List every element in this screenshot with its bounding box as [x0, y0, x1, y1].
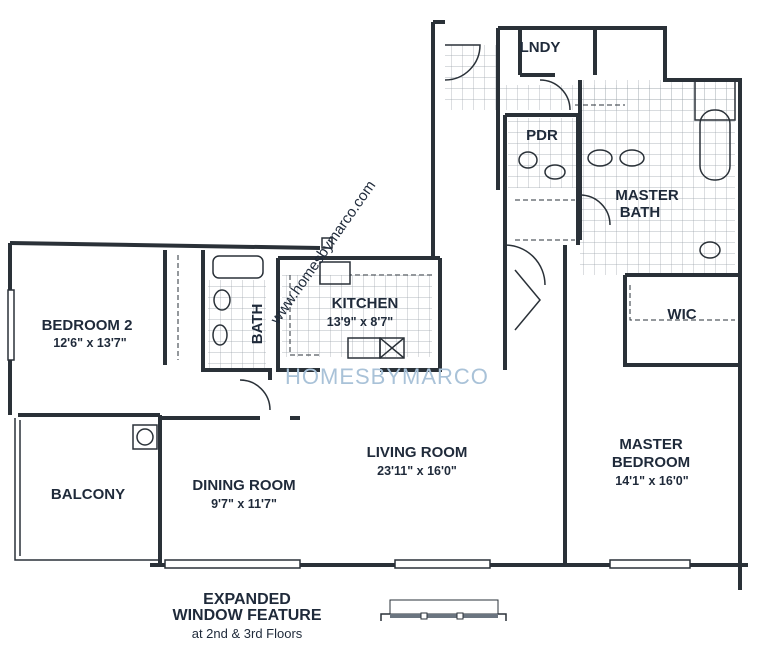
room-label-balcony: BALCONY [51, 486, 125, 503]
room-label-bath: BATH [249, 304, 266, 345]
closet-lines [177, 104, 735, 360]
room-size-dining: 9'7" x 11'7" [211, 497, 277, 511]
room-size-master-bedroom: 14'1" x 16'0" [615, 474, 688, 488]
feature-note-line1: EXPANDED [203, 591, 291, 608]
room-label-master-bath-1: MASTER [615, 187, 679, 204]
room-label-wic: WIC [667, 306, 696, 323]
room-size-bedroom2: 12'6" x 13'7" [53, 336, 126, 350]
tiled-floors [208, 45, 735, 370]
fixtures [132, 79, 736, 450]
room-label-laundry: LNDY [520, 39, 561, 56]
room-label-dining: DINING ROOM [192, 477, 295, 494]
windows [7, 289, 691, 569]
room-size-living: 23'11" x 16'0" [377, 464, 457, 478]
room-label-powder: PDR [526, 127, 558, 144]
feature-note-line2: WINDOW FEATURE [172, 607, 321, 624]
doors [239, 44, 611, 411]
room-label-master-bedroom-2: BEDROOM [612, 454, 690, 471]
room-label-master-bedroom-1: MASTER [619, 436, 683, 453]
room-label-master-bath-2: BATH [620, 204, 661, 221]
room-label-bedroom2: BEDROOM 2 [42, 317, 133, 334]
watermark-brand: HOMESBYMARCO [285, 364, 489, 389]
expanded-window-icon [380, 599, 507, 621]
balcony-outline [14, 418, 160, 561]
room-label-kitchen: KITCHEN [332, 295, 399, 312]
room-size-kitchen: 13'9" x 8'7" [327, 315, 394, 329]
feature-note-line3: at 2nd & 3rd Floors [192, 626, 303, 641]
room-label-living: LIVING ROOM [367, 444, 468, 461]
